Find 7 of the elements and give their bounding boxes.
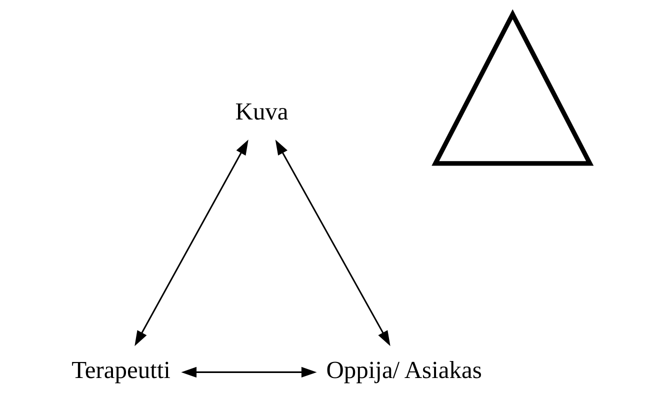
arrow <box>274 140 390 346</box>
node-triangle <box>431 9 594 166</box>
arrow <box>180 366 316 378</box>
node-text: Terapeutti <box>71 357 170 384</box>
arrow <box>134 140 248 346</box>
node-text: Oppija/ Asiakas <box>326 357 482 384</box>
node-text: Kuva <box>234 98 288 126</box>
